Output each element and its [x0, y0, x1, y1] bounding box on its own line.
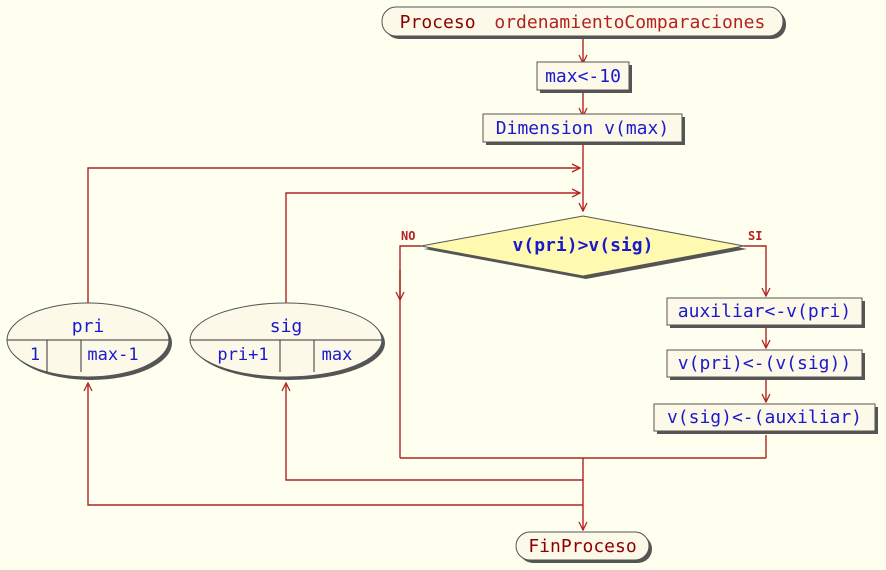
- loop-outer-from: 1: [30, 345, 40, 365]
- dimension-label: Dimension v(max): [496, 118, 669, 139]
- condition-diamond[interactable]: v(pri)>v(sig): [420, 215, 747, 279]
- assign-max-label: max<-10: [545, 66, 621, 87]
- loop-inner-sig[interactable]: sig pri+1 max: [189, 302, 385, 380]
- swap-step-1-label: auxiliar<-v(pri): [678, 301, 851, 322]
- swap-step-3-label: v(sig)<-(auxiliar): [667, 407, 862, 428]
- end-label: FinProceso: [528, 536, 636, 557]
- process-name: ordenamientoComparaciones: [494, 12, 765, 33]
- condition-label: v(pri)>v(sig): [513, 235, 654, 256]
- swap-step-3[interactable]: v(sig)<-(auxiliar): [653, 403, 878, 434]
- swap-step-2[interactable]: v(pri)<-(v(sig)): [666, 349, 865, 380]
- end-terminal[interactable]: FinProceso: [515, 531, 652, 563]
- loop-inner-to: max: [322, 345, 353, 365]
- connector-outer-loop-back: [87, 168, 580, 310]
- connector-si-branch: [744, 245, 766, 296]
- branch-si-label: SI: [748, 229, 762, 243]
- swap-step-1[interactable]: auxiliar<-v(pri): [666, 297, 865, 328]
- branch-no-label: NO: [401, 229, 415, 243]
- connectors: [88, 36, 766, 530]
- start-terminal[interactable]: Proceso ordenamientoComparaciones: [381, 6, 786, 39]
- loop-inner-var: sig: [270, 316, 303, 337]
- swap-step-2-label: v(pri)<-(v(sig)): [678, 353, 851, 374]
- svg-text:Proceso ordenamientoComp: Proceso ordenamientoComparaciones: [400, 12, 766, 33]
- connector-inner-loop-exit: [286, 383, 583, 481]
- connector-outer-loop-exit: [88, 383, 583, 506]
- connector-inner-loop-back: [285, 193, 580, 310]
- loop-inner-from: pri+1: [217, 345, 268, 365]
- loop-outer-pri[interactable]: pri 1 max-1: [6, 302, 172, 380]
- assign-max-box[interactable]: max<-10: [536, 61, 632, 93]
- dimension-box[interactable]: Dimension v(max): [482, 113, 685, 145]
- start-keyword: Proceso: [400, 12, 476, 33]
- loop-outer-to: max-1: [87, 345, 138, 365]
- loop-outer-var: pri: [72, 316, 105, 337]
- connector-no-branch: [399, 245, 421, 458]
